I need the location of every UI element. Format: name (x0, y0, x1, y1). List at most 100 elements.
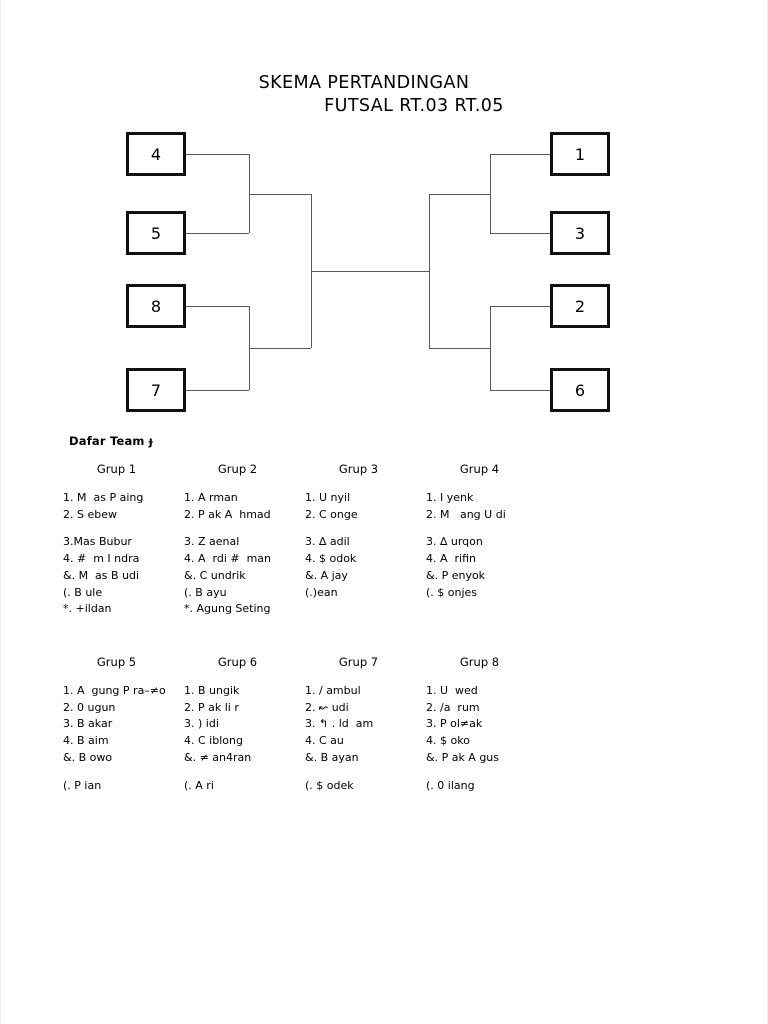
team-member-item: 1. U nyil (305, 491, 351, 504)
bracket-seed-right-3[interactable]: 2 (550, 284, 610, 328)
team-member-item: 2. S ebew (63, 507, 117, 521)
team-member-item: &. ≠ an4ran (184, 750, 252, 764)
bracket-connector-right-upper-out (429, 194, 490, 195)
team-member-item: 4. A rdi # man (184, 552, 272, 566)
team-member-item: &. A jay (305, 568, 348, 582)
group-member-list: 1. U wed 2. /a rum 3. P ol≠ak 4. $ oko &. P … (426, 683, 547, 794)
group-column-3: Grup 3 1. U nyil 2. C onge 3. ∆ adil 4. $ o… (305, 462, 426, 618)
team-member-item: (. $ odek (305, 778, 354, 792)
team-member-item: 3.Mas Bubur (63, 535, 132, 549)
group-title: Grup 8 (459, 655, 500, 669)
bracket-connector-right-4 (490, 390, 550, 391)
team-member-item: 1. B ungik (184, 684, 240, 697)
bracket-seed-left-4[interactable]: 7 (126, 368, 186, 412)
team-member-item: 3. ∆ urqon (426, 535, 483, 549)
team-member-item: 2. ↜ udi (305, 700, 349, 714)
bracket-seed-right-2[interactable]: 3 (550, 211, 610, 255)
team-member-item: (. P ian (63, 778, 102, 792)
team-member-item: 2. P ak A hmad (184, 507, 271, 521)
team-member-item: 1. / ambul (305, 684, 361, 697)
team-member-item: 4. $ oko (426, 734, 470, 748)
team-member-item: (. $ onjes (426, 585, 478, 599)
tournament-bracket: 4 5 8 7 1 3 2 6 (1, 0, 768, 430)
bracket-join-right-semifinal (429, 194, 430, 348)
team-member-item: 2. 0 ugun (63, 700, 116, 714)
group-column-6: Grup 6 1. B ungik 2. P ak li r 3. ) idi 4. … (184, 655, 305, 794)
team-member-item: (. B ule (63, 585, 103, 599)
bracket-seed-right-4[interactable]: 6 (550, 368, 610, 412)
bracket-connector-right-lower-out (429, 348, 490, 349)
group-column-8: Grup 8 1. U wed 2. /a rum 3. P ol≠ak 4. $ o… (426, 655, 547, 794)
team-member-item: 3. P ol≠ak (426, 717, 483, 731)
bracket-connector-left-3 (186, 306, 249, 307)
bracket-join-right-lower (490, 306, 491, 390)
bracket-connector-left-lower-out (249, 348, 311, 349)
team-member-item: (. B ayu (184, 585, 227, 599)
bracket-seed-left-2[interactable]: 5 (126, 211, 186, 255)
team-member-item: &. P ak A gus (426, 750, 500, 764)
bracket-connector-left-1 (186, 154, 249, 155)
title-line-1: SKEMA PERTANDINGAN (258, 73, 470, 93)
team-member-item: *. Agung Seting (184, 602, 271, 616)
team-member-item: (. 0 ilang (426, 778, 475, 792)
team-groups-row-2: Grup 5 1. A gung P ra–≠o 2. 0 ugun 3. B ak… (63, 655, 563, 794)
group-member-list: 1. A rman 2. P ak A hmad 3. Z aenal 4. A rd… (184, 490, 305, 618)
team-groups-row-1: Grup 1 1. M as P aing 2. S ebew 3.Mas Bubu… (63, 462, 563, 618)
team-member-item: 3. B akar (63, 717, 113, 731)
group-member-list: 1. M as P aing 2. S ebew 3.Mas Bubur 4. # m… (63, 490, 184, 618)
group-title: Grup 2 (217, 462, 258, 476)
team-member-item: 2. C onge (305, 507, 358, 521)
team-member-item: &. B ayan (305, 750, 359, 764)
group-title: Grup 6 (217, 655, 258, 669)
team-member-item: 2. P ak li r (184, 700, 239, 714)
team-member-item: 3. ) idi (184, 717, 219, 731)
bracket-connector-right-1 (490, 154, 550, 155)
group-column-5: Grup 5 1. A gung P ra–≠o 2. 0 ugun 3. B ak… (63, 655, 184, 794)
team-member-item: 4. B aim (63, 734, 109, 748)
group-title: Grup 7 (338, 655, 379, 669)
team-member-item: &. P enyok (426, 568, 486, 582)
team-member-item: 3. ∆ adil (305, 535, 350, 549)
group-member-list: 1. B ungik 2. P ak li r 3. ) idi 4. C iblon… (184, 683, 305, 794)
team-member-item: (.)ean (305, 585, 338, 599)
team-member-item: 1. I yenk (426, 491, 474, 504)
group-title: Grup 1 (96, 462, 137, 476)
team-member-item: 1. A gung P ra–≠o (63, 684, 166, 697)
bracket-seed-left-1[interactable]: 4 (126, 132, 186, 176)
team-member-item: 3. ↰ . ld am (305, 717, 374, 731)
team-member-item: 4. # m I ndra (63, 552, 140, 566)
team-member-item: 3. Z aenal (184, 535, 240, 549)
group-title: Grup 3 (338, 462, 379, 476)
bracket-final-line-left (311, 271, 429, 272)
group-column-2: Grup 2 1. A rman 2. P ak A hmad 3. Z aenal… (184, 462, 305, 618)
bracket-connector-right-3 (490, 306, 550, 307)
bracket-seed-left-3[interactable]: 8 (126, 284, 186, 328)
bracket-connector-right-2 (490, 233, 550, 234)
group-title: Grup 5 (96, 655, 137, 669)
bracket-connector-left-4 (186, 390, 249, 391)
team-member-item: &. M as B udi (63, 568, 140, 582)
team-member-item: &. B owo (63, 750, 113, 764)
team-member-item: 2. M ang U di (426, 507, 506, 521)
team-member-item: &. C undrik (184, 568, 246, 582)
group-column-1: Grup 1 1. M as P aing 2. S ebew 3.Mas Bubu… (63, 462, 184, 618)
team-member-item: *. +ildan (63, 602, 112, 616)
team-member-item: 1. U wed (426, 684, 478, 697)
team-member-item: 1. M as P aing (63, 491, 144, 504)
bracket-connector-left-2 (186, 233, 249, 234)
bracket-join-right-upper (490, 154, 491, 233)
team-member-item: 1. A rman (184, 491, 238, 504)
group-title: Grup 4 (459, 462, 500, 476)
bracket-seed-right-1[interactable]: 1 (550, 132, 610, 176)
team-member-item: (. A ri (184, 778, 214, 792)
team-member-item: 4. $ odok (305, 552, 357, 566)
bracket-join-left-upper (249, 154, 250, 233)
title-line-2: FUTSAL RT.03 RT.05 (324, 96, 504, 117)
team-member-item: 4. C iblong (184, 734, 243, 748)
team-member-item: 2. /a rum (426, 700, 480, 714)
team-list-header: Dafar Team ɟ (69, 434, 153, 448)
